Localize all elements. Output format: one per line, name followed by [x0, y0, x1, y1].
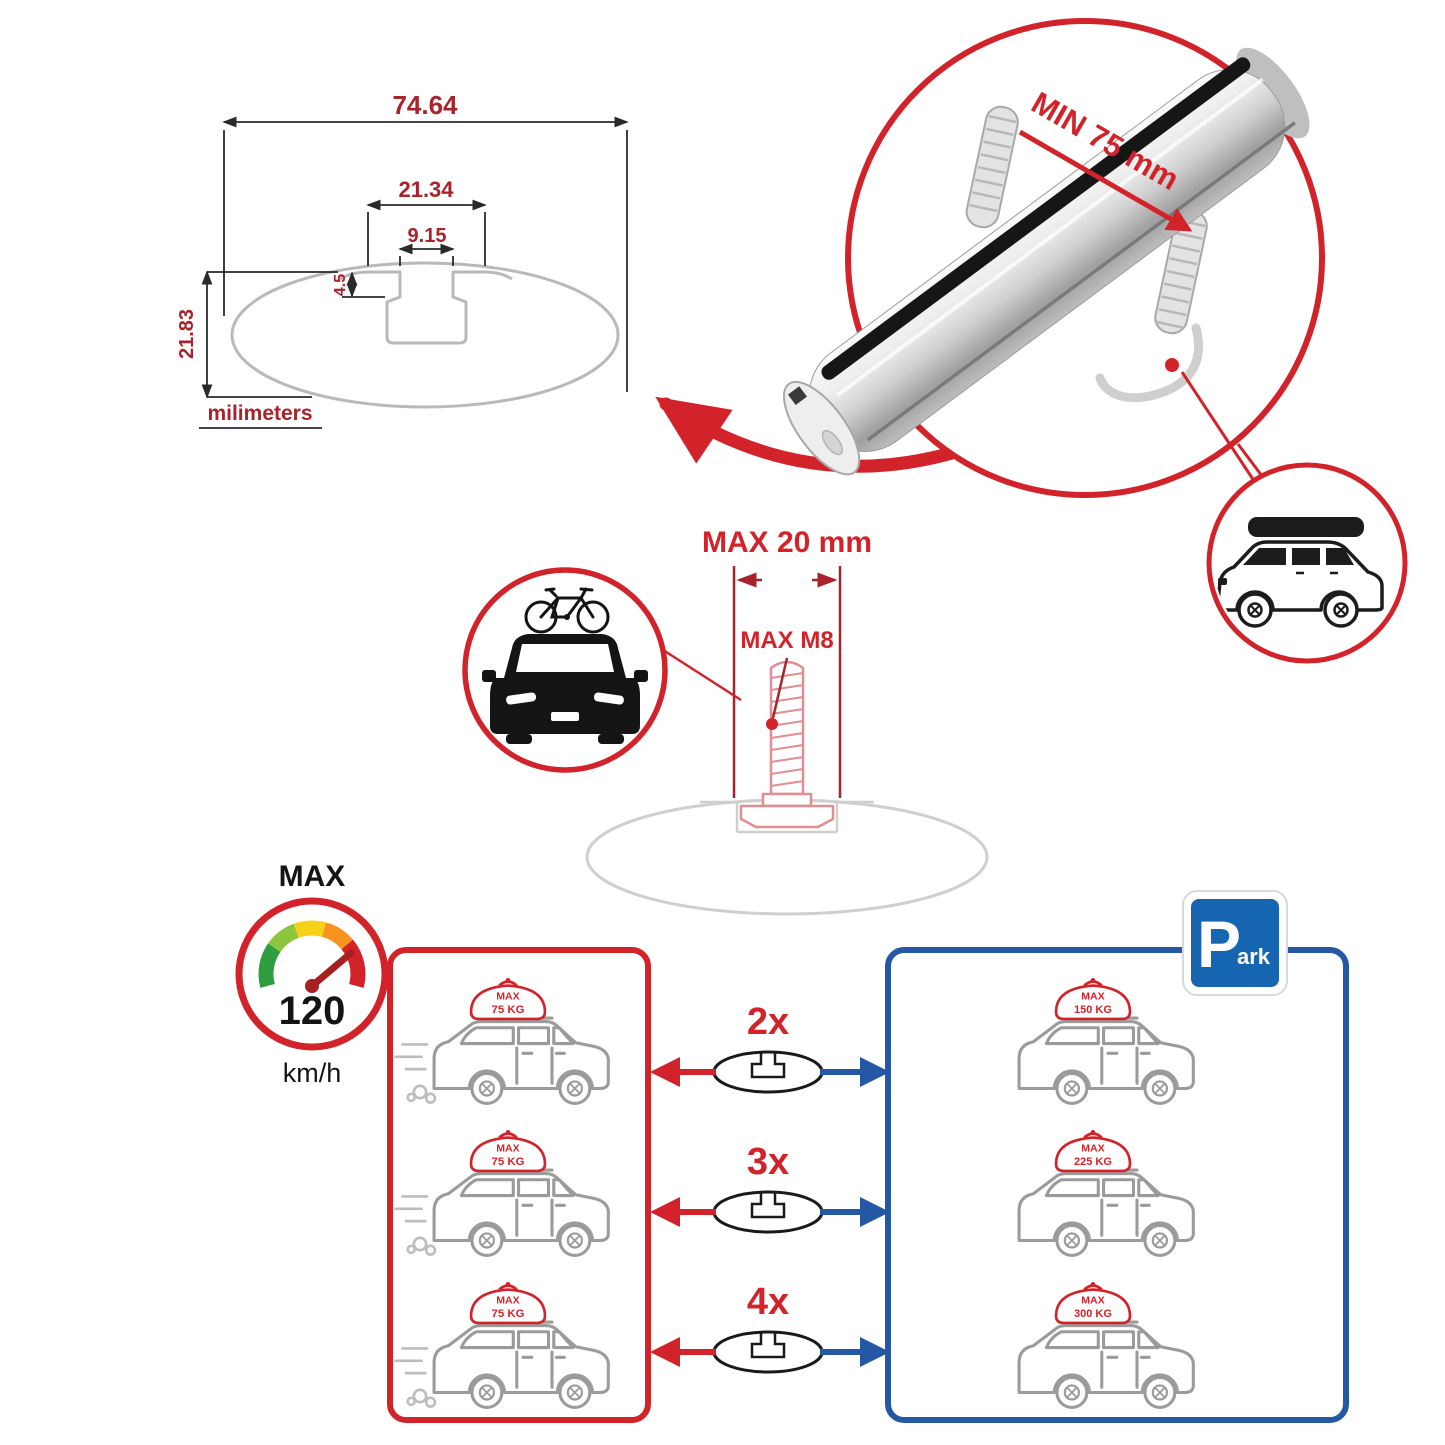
thread-contact-dot — [766, 718, 778, 730]
multiplier-label-1: 2x — [747, 1001, 789, 1043]
min-grip-arrow — [1018, 129, 1193, 232]
pointer-arrow-to-profile — [655, 396, 969, 473]
bag-weight-label: 225 KG — [1074, 1156, 1112, 1168]
parking-sign-suffix: ark — [1237, 944, 1271, 969]
car-front-icon — [482, 634, 648, 744]
bar-t-slot-channel — [339, 270, 513, 345]
faint-channel — [700, 800, 874, 834]
bolt-dimension-lines — [732, 566, 842, 798]
clamp-hook — [1095, 323, 1204, 403]
bag-max-label: MAX — [496, 1295, 519, 1307]
car-row-driving-2: MAX 75 KG — [394, 1128, 608, 1255]
max-bolt-length-label: MAX 20 mm — [702, 526, 872, 559]
bag-max-label: MAX — [496, 991, 519, 1003]
car-row-parked-2: MAX 225 KG — [1019, 1128, 1193, 1255]
bag-max-label: MAX — [1081, 1143, 1104, 1155]
clamp-post-upper — [965, 105, 1019, 229]
car-row-driving-3: MAX 75 KG — [394, 1280, 608, 1407]
crossbar-section-icon-2 — [712, 1190, 824, 1234]
multiplier-label-3: 4x — [747, 1281, 789, 1323]
dynamic-panel-border — [387, 947, 651, 1423]
car-row-driving-1: MAX 75 KG — [394, 976, 608, 1103]
profile-dimension-diagram: 74.64 21.34 9.15 4.5 21.83 milimeters — [176, 90, 969, 473]
channel-width-label: 21.34 — [398, 177, 454, 202]
parking-sign-letter: P — [1197, 907, 1241, 981]
crossbar-section-icon-3 — [712, 1330, 824, 1374]
parking-sign: P ark — [1182, 890, 1288, 996]
crossbar-closeup: MIN 75 mm — [782, 18, 1325, 509]
bike-car-badge — [462, 567, 668, 773]
crossbar-count-column: 2x 3x 4x — [650, 1001, 890, 1374]
gauge-value: 120 — [279, 989, 346, 1033]
bolt-spec-diagram: MAX 20 mm MAX M8 — [585, 526, 989, 916]
bike-badge-link-line — [659, 646, 742, 702]
static-load-panel: MAX 150 KG MAX 225 KG MAX 300 KG P ark — [885, 890, 1349, 1423]
gauge-units: km/h — [283, 1058, 342, 1088]
roof-box — [1248, 517, 1364, 537]
dynamic-load-panel: MAX 75 KG MAX 75 KG MAX 75 KG — [387, 947, 651, 1423]
max-thread-label: MAX M8 — [740, 627, 833, 654]
gauge-arc — [258, 920, 366, 988]
bag-max-label: MAX — [496, 1143, 519, 1155]
car-row-parked-1: MAX 150 KG — [1019, 976, 1193, 1103]
bag-weight-label: 75 KG — [491, 1308, 524, 1320]
speed-limit-gauge: MAX 120 km/h — [235, 860, 389, 1088]
bag-weight-label: 150 KG — [1074, 1004, 1112, 1016]
dimension-lines — [199, 116, 629, 429]
lip-height-label: 4.5 — [332, 274, 349, 296]
gauge-pivot — [305, 979, 319, 993]
bicycle-icon — [524, 587, 610, 634]
crossbar-section-icon-1 — [712, 1050, 824, 1094]
gauge-needle — [308, 949, 355, 990]
bag-max-label: MAX — [1081, 991, 1104, 1003]
threaded-bolt — [739, 660, 835, 829]
multiplier-label-2: 3x — [747, 1141, 789, 1183]
bag-weight-label: 75 KG — [491, 1156, 524, 1168]
suv-roofbox-badge — [1206, 462, 1408, 664]
bag-weight-label: 75 KG — [491, 1004, 524, 1016]
static-panel-border — [885, 947, 1349, 1423]
clamp-contact-dot — [1165, 358, 1179, 372]
bag-max-label: MAX — [1081, 1295, 1104, 1307]
total-height-label: 21.83 — [176, 309, 198, 359]
bag-weight-label: 300 KG — [1074, 1308, 1112, 1320]
gauge-max-label: MAX — [279, 860, 346, 893]
parking-sign-blue — [1191, 899, 1279, 987]
car-row-parked-3: MAX 300 KG — [1019, 1280, 1193, 1407]
aluminum-crossbar — [782, 47, 1310, 476]
bar-top-slot — [821, 57, 1251, 380]
total-width-label: 74.64 — [392, 90, 458, 120]
units-label: milimeters — [207, 402, 312, 425]
slot-width-label: 9.15 — [408, 225, 447, 247]
